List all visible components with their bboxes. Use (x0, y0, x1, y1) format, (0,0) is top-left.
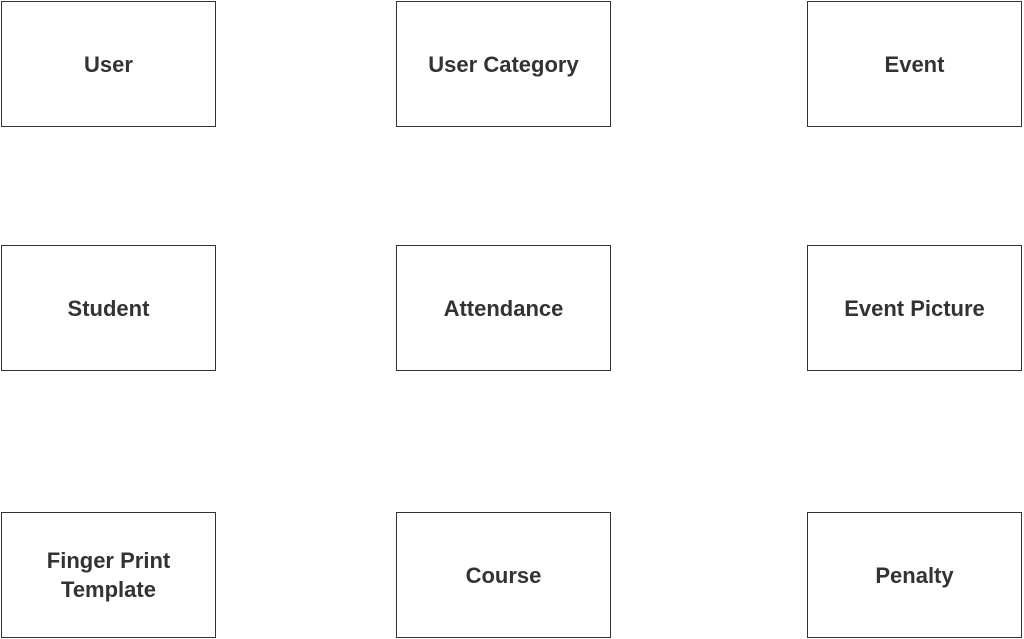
entity-course[interactable]: Course (396, 512, 611, 638)
entity-user-category[interactable]: User Category (396, 1, 611, 127)
entity-label: Event (884, 51, 945, 77)
entity-student[interactable]: Student (1, 245, 216, 371)
entity-label: Event Picture (844, 295, 985, 321)
entity-label: Penalty (875, 562, 954, 588)
entity-label: User (84, 51, 133, 77)
entity-label: Student (67, 295, 150, 321)
entity-label: Finger Print Template (46, 548, 171, 602)
entity-label: Course (465, 562, 542, 588)
entity-penalty[interactable]: Penalty (807, 512, 1022, 638)
entity-attendance[interactable]: Attendance (396, 245, 611, 371)
entity-label: Attendance (443, 295, 564, 321)
entity-label: User Category (428, 51, 579, 77)
entity-event-picture[interactable]: Event Picture (807, 245, 1022, 371)
entity-finger-print-template[interactable]: Finger Print Template (1, 512, 216, 638)
entity-user[interactable]: User (1, 1, 216, 127)
entity-event[interactable]: Event (807, 1, 1022, 127)
